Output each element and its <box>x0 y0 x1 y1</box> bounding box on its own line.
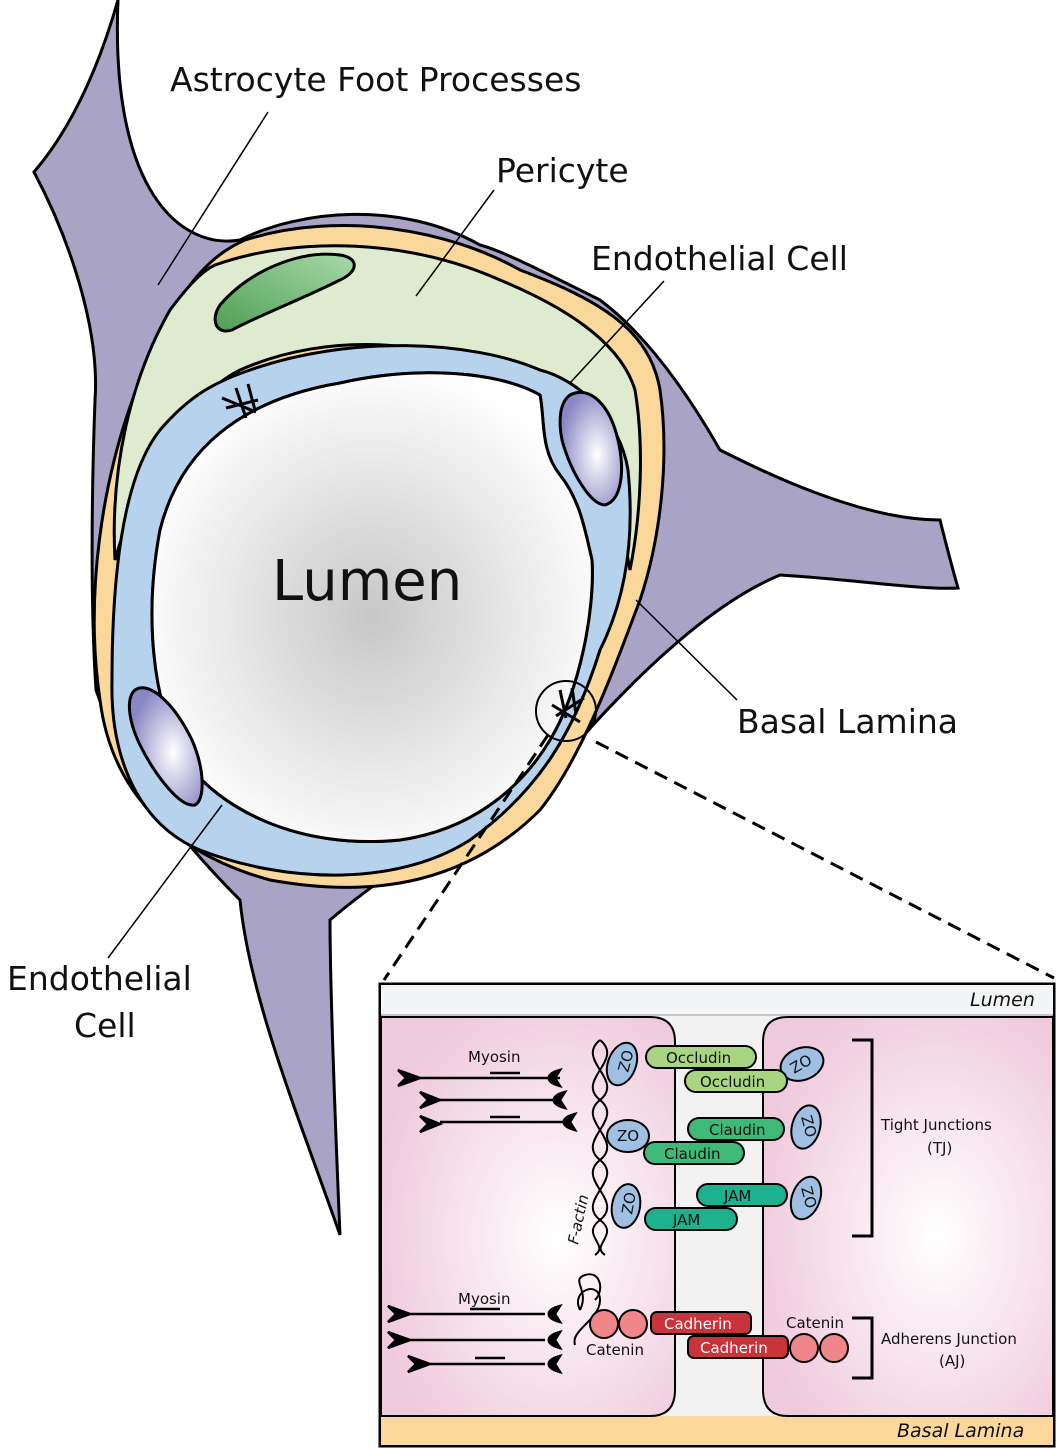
occludin-right-label: Occludin <box>700 1073 765 1091</box>
catenin-right-label: Catenin <box>786 1314 844 1332</box>
zo-left-3-label: ZO <box>618 1191 640 1216</box>
zoom-line-right <box>596 742 1054 978</box>
catenin-left-label: Catenin <box>586 1341 644 1359</box>
aj-label-line2: (AJ) <box>939 1352 965 1370</box>
claudin-right-label: Claudin <box>709 1121 766 1139</box>
label-lumen: Lumen <box>272 549 462 614</box>
myosin-top-label: Myosin <box>468 1048 521 1066</box>
label-pericyte: Pericyte <box>496 151 629 190</box>
catenin-right-2 <box>820 1334 848 1362</box>
inset-lumen-strip <box>381 985 1053 1015</box>
tj-label-line2: (TJ) <box>927 1139 952 1157</box>
inset-basal-label: Basal Lamina <box>897 1420 1024 1442</box>
cadherin-right-label: Cadherin <box>700 1339 768 1357</box>
label-endothelial-top: Endothelial Cell <box>591 239 848 278</box>
occludin-left-label: Occludin <box>666 1049 731 1067</box>
cadherin-left-label: Cadherin <box>664 1315 732 1333</box>
jam-left-label: JAM <box>672 1211 700 1229</box>
tj-label-line1: Tight Junctions <box>880 1116 992 1134</box>
jam-right-label: JAM <box>723 1187 751 1205</box>
catenin-left-2 <box>619 1310 647 1338</box>
catenin-right-1 <box>790 1334 818 1362</box>
label-basal-lamina: Basal Lamina <box>737 702 958 741</box>
inset-lumen-label: Lumen <box>970 989 1035 1011</box>
label-endothelial-bottom-line1: Endothelial <box>7 959 192 998</box>
label-astrocyte: Astrocyte Foot Processes <box>170 60 581 99</box>
claudin-left-label: Claudin <box>664 1145 721 1163</box>
label-endothelial-bottom-line2: Cell <box>74 1006 136 1045</box>
catenin-left-1 <box>590 1310 618 1338</box>
myosin-bottom-label: Myosin <box>458 1290 511 1308</box>
aj-label-line1: Adherens Junction <box>881 1330 1017 1348</box>
junction-inset: Lumen Basal Lamina F-actin <box>380 984 1054 1446</box>
zo-left-2-label: ZO <box>617 1127 639 1145</box>
